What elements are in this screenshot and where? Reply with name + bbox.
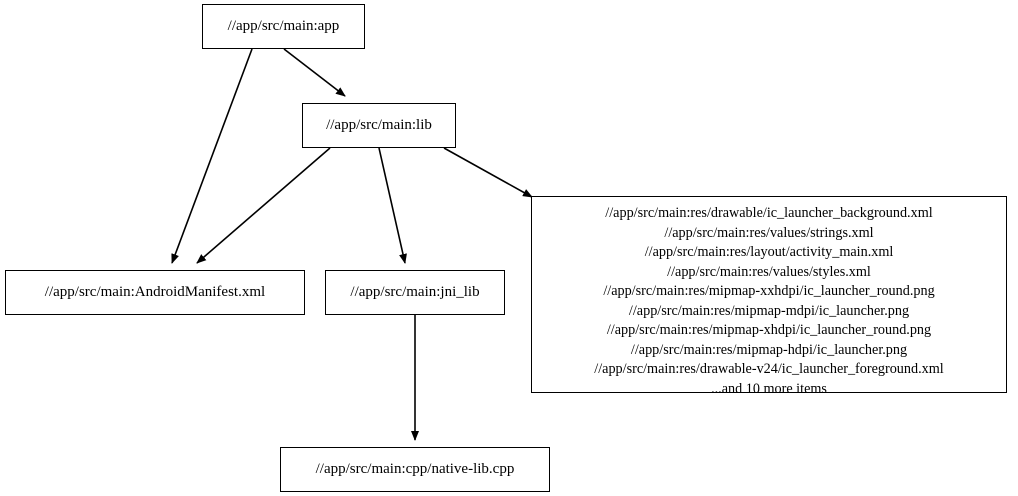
edge-lib-to-jni-lib bbox=[378, 147, 407, 264]
res-item-drawable-v24-ic-launcher-foreground: //app/src/main:res/drawable-v24/ic_launc… bbox=[594, 361, 944, 377]
node-android-manifest-label: //app/src/main:AndroidManifest.xml bbox=[44, 284, 266, 300]
edge-lib-to-manifest bbox=[196, 147, 331, 264]
res-item-layout-activity-main: //app/src/main:res/layout/activity_main.… bbox=[644, 244, 894, 260]
edge-lib-to-res-group bbox=[443, 147, 533, 198]
node-lib[interactable]: //app/src/main:lib bbox=[302, 103, 456, 148]
res-item-values-strings: //app/src/main:res/values/strings.xml bbox=[664, 224, 874, 241]
node-native-lib-cpp-label: //app/src/main:cpp/native-lib.cpp bbox=[315, 461, 515, 477]
node-res-group[interactable]: //app/src/main:res/drawable/ic_launcher_… bbox=[531, 196, 1007, 397]
res-item-mipmap-xhdpi-ic-launcher-round: //app/src/main:res/mipmap-xhdpi/ic_launc… bbox=[606, 322, 932, 338]
node-lib-label: //app/src/main:lib bbox=[326, 117, 432, 133]
node-jni-lib-label: //app/src/main:jni_lib bbox=[350, 284, 480, 300]
res-item-mipmap-hdpi-ic-launcher: //app/src/main:res/mipmap-hdpi/ic_launch… bbox=[630, 341, 908, 358]
res-more-items-note: ...and 10 more items bbox=[711, 380, 827, 397]
res-item-values-styles: //app/src/main:res/values/styles.xml bbox=[667, 263, 871, 280]
res-item-mipmap-mdpi-ic-launcher: //app/src/main:res/mipmap-mdpi/ic_launch… bbox=[628, 302, 910, 319]
node-jni-lib[interactable]: //app/src/main:jni_lib bbox=[325, 270, 505, 315]
edge-app-to-lib bbox=[283, 48, 346, 97]
node-app-label: //app/src/main:app bbox=[227, 18, 340, 34]
node-native-lib-cpp[interactable]: //app/src/main:cpp/native-lib.cpp bbox=[280, 447, 550, 492]
res-item-mipmap-xxhdpi-ic-launcher-round: //app/src/main:res/mipmap-xxhdpi/ic_laun… bbox=[603, 283, 935, 299]
node-app[interactable]: //app/src/main:app bbox=[202, 4, 365, 49]
edge-app-to-manifest bbox=[171, 48, 253, 264]
res-item-drawable-ic-launcher-background: //app/src/main:res/drawable/ic_launcher_… bbox=[605, 205, 933, 221]
node-android-manifest[interactable]: //app/src/main:AndroidManifest.xml bbox=[5, 270, 305, 315]
